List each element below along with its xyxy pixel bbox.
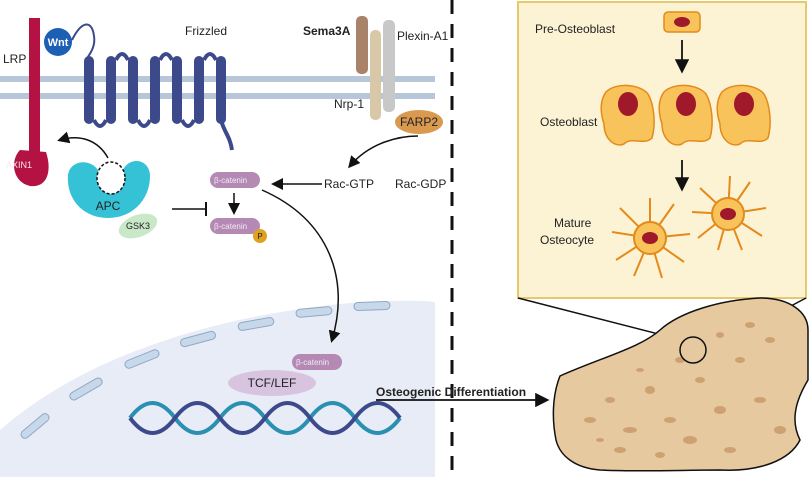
sema3a-plexin-complex xyxy=(356,16,443,134)
bone-tissue xyxy=(552,297,809,472)
plexin-label: Plexin-A1 xyxy=(397,29,449,43)
svg-text:P: P xyxy=(257,232,262,241)
mature-label-line1: Mature xyxy=(554,216,592,230)
osteogenic-label: Osteogenic Differentiation xyxy=(376,385,526,399)
rac-gtp-label: Rac-GTP xyxy=(324,177,374,191)
beta-catenin-free: β-catenin xyxy=(210,172,260,188)
zoom-circle xyxy=(679,336,707,364)
wnt-label: Wnt xyxy=(48,37,69,49)
axin1-label: AXIN1 xyxy=(6,160,32,170)
tcf-lef-label: TCF/LEF xyxy=(248,376,297,390)
wnt-ligand: Wnt xyxy=(44,23,96,61)
apc-label: APC xyxy=(96,199,121,213)
mature-label-line2: Osteocyte xyxy=(540,233,594,247)
zoom-line-left xyxy=(517,297,683,341)
beta-catenin-phospho: β-catenin P xyxy=(210,218,267,243)
osteoblast-label: Osteoblast xyxy=(540,115,598,129)
nrp1-label: Nrp-1 xyxy=(334,97,364,111)
pre-osteoblast-label: Pre-Osteoblast xyxy=(535,22,616,36)
gsk3-label: GSK3 xyxy=(126,221,150,231)
osteocyte-cells xyxy=(611,175,767,279)
farp2-to-racgdp-arrow xyxy=(348,135,419,169)
frizzled-receptor xyxy=(84,52,234,151)
apc-to-axin-arrow xyxy=(57,131,109,159)
apc-complex: APC GSK3 xyxy=(67,161,158,239)
svg-text:β-catenin: β-catenin xyxy=(214,222,247,231)
lrp-receptor: AXIN1 xyxy=(6,18,49,187)
svg-text:β-catenin: β-catenin xyxy=(296,358,329,367)
rac-gdp-label: Rac-GDP xyxy=(395,177,446,191)
tcf-lef-complex: TCF/LEF β-catenin xyxy=(228,354,342,396)
nucleus xyxy=(0,300,435,477)
frizzled-label: Frizzled xyxy=(185,24,227,38)
nuclear-translocation-arrow xyxy=(261,189,341,343)
lrp-label: LRP xyxy=(3,52,26,66)
svg-text:β-catenin: β-catenin xyxy=(214,176,247,185)
farp2-label: FARP2 xyxy=(400,115,438,129)
pre-osteoblast-cell xyxy=(663,11,701,33)
osteoblast-nuclei xyxy=(618,92,754,116)
dna-helix xyxy=(128,401,402,435)
cell-stage-panel xyxy=(517,1,807,299)
sema3a-label: Sema3A xyxy=(303,24,351,38)
